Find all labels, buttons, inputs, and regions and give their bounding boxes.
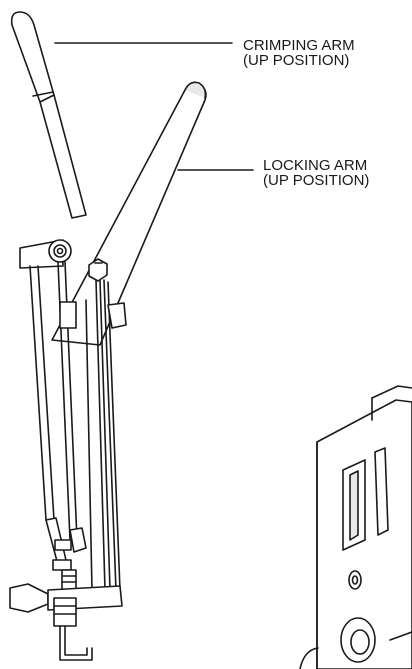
pivot-block: [19, 239, 72, 269]
crimping-arm-label-line1: CRIMPING ARM: [243, 37, 355, 54]
frame-rods: [29, 261, 121, 591]
locking-arm-label: LOCKING ARM (UP POSITION): [263, 158, 369, 188]
mounting-bracket: [299, 385, 412, 669]
crimping-arm-label-line2: (UP POSITION): [243, 52, 350, 69]
locking-arm-label-line1: LOCKING ARM: [263, 157, 368, 174]
crimping-arm-label: CRIMPING ARM (UP POSITION): [243, 38, 355, 68]
locking-arm-label-line2: (UP POSITION): [263, 172, 370, 189]
lower-fittings: [45, 517, 87, 593]
crimping-arm: [10, 11, 87, 219]
locking-arm: [51, 81, 207, 346]
side-clamp: [59, 301, 127, 329]
base-jaw: [9, 583, 123, 661]
